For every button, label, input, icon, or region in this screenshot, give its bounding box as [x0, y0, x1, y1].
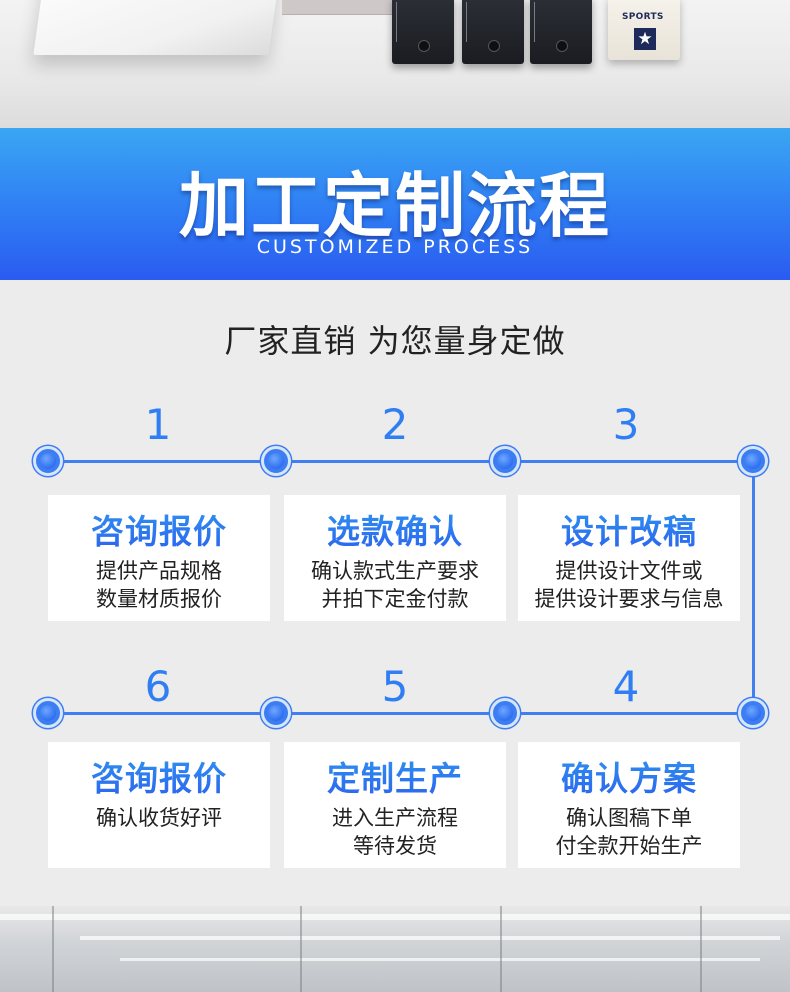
factory-photo [0, 906, 790, 992]
step-desc: 进入生产流程 [332, 806, 458, 830]
top-product-photo: SPORTS ★ [0, 0, 790, 128]
step-number: 2 [381, 400, 409, 449]
step-desc: 确认收货好评 [96, 806, 222, 830]
sports-tag-brand: SPORTS [622, 12, 664, 22]
tagline: 厂家直销 为您量身定做 [224, 322, 566, 360]
hang-tag-image [462, 0, 524, 64]
step-desc: 确认款式生产要求 [311, 559, 479, 583]
blue-dot-icon [490, 446, 520, 476]
blue-dot-icon [738, 446, 768, 476]
hang-tag-image [530, 0, 592, 64]
step-title: 定制生产 [284, 752, 506, 800]
step-desc: 付全款开始生产 [555, 834, 703, 858]
blue-dot-icon [261, 698, 291, 728]
timeline-line-bottom [48, 712, 754, 715]
step-card: 确认方案 确认图稿下单 付全款开始生产 [518, 742, 740, 868]
blue-dot-icon [33, 698, 63, 728]
step-title: 设计改稿 [518, 505, 740, 553]
blue-dot-icon [33, 446, 63, 476]
timeline-line-right [752, 461, 755, 713]
blue-dot-icon [738, 698, 768, 728]
step-desc: 等待发货 [353, 834, 437, 858]
blue-dot-icon [261, 446, 291, 476]
step-desc: 并拍下定金付款 [321, 587, 469, 611]
step-desc: 提供产品规格 [96, 559, 222, 583]
step-number: 4 [612, 662, 640, 711]
banner-subtitle: CUSTOMIZED PROCESS [256, 236, 534, 258]
step-number: 5 [381, 662, 409, 711]
step-card: 咨询报价 提供产品规格 数量材质报价 [48, 495, 270, 621]
process-banner: 加工定制流程 CUSTOMIZED PROCESS [0, 128, 790, 280]
step-number: 3 [612, 400, 640, 449]
banner-title: 加工定制流程 [179, 165, 611, 247]
step-number: 6 [144, 662, 172, 711]
paper-bag-image [33, 0, 282, 55]
box-image [282, 0, 392, 15]
step-card: 定制生产 进入生产流程 等待发货 [284, 742, 506, 868]
step-desc: 提供设计文件或 [555, 559, 703, 583]
step-title: 选款确认 [284, 505, 506, 553]
step-title: 咨询报价 [48, 752, 270, 800]
step-desc: 数量材质报价 [96, 587, 222, 611]
timeline-line-top [48, 460, 754, 463]
step-card: 咨询报价 确认收货好评 [48, 742, 270, 868]
star-icon: ★ [634, 28, 656, 50]
blue-dot-icon [490, 698, 520, 728]
hang-tag-image [392, 0, 454, 64]
sports-tag-image: SPORTS ★ [608, 0, 680, 60]
step-number: 1 [144, 400, 172, 449]
step-title: 咨询报价 [48, 505, 270, 553]
step-title: 确认方案 [518, 752, 740, 800]
step-card: 设计改稿 提供设计文件或 提供设计要求与信息 [518, 495, 740, 621]
step-card: 选款确认 确认款式生产要求 并拍下定金付款 [284, 495, 506, 621]
step-desc: 提供设计要求与信息 [534, 587, 724, 611]
step-desc: 确认图稿下单 [566, 806, 692, 830]
